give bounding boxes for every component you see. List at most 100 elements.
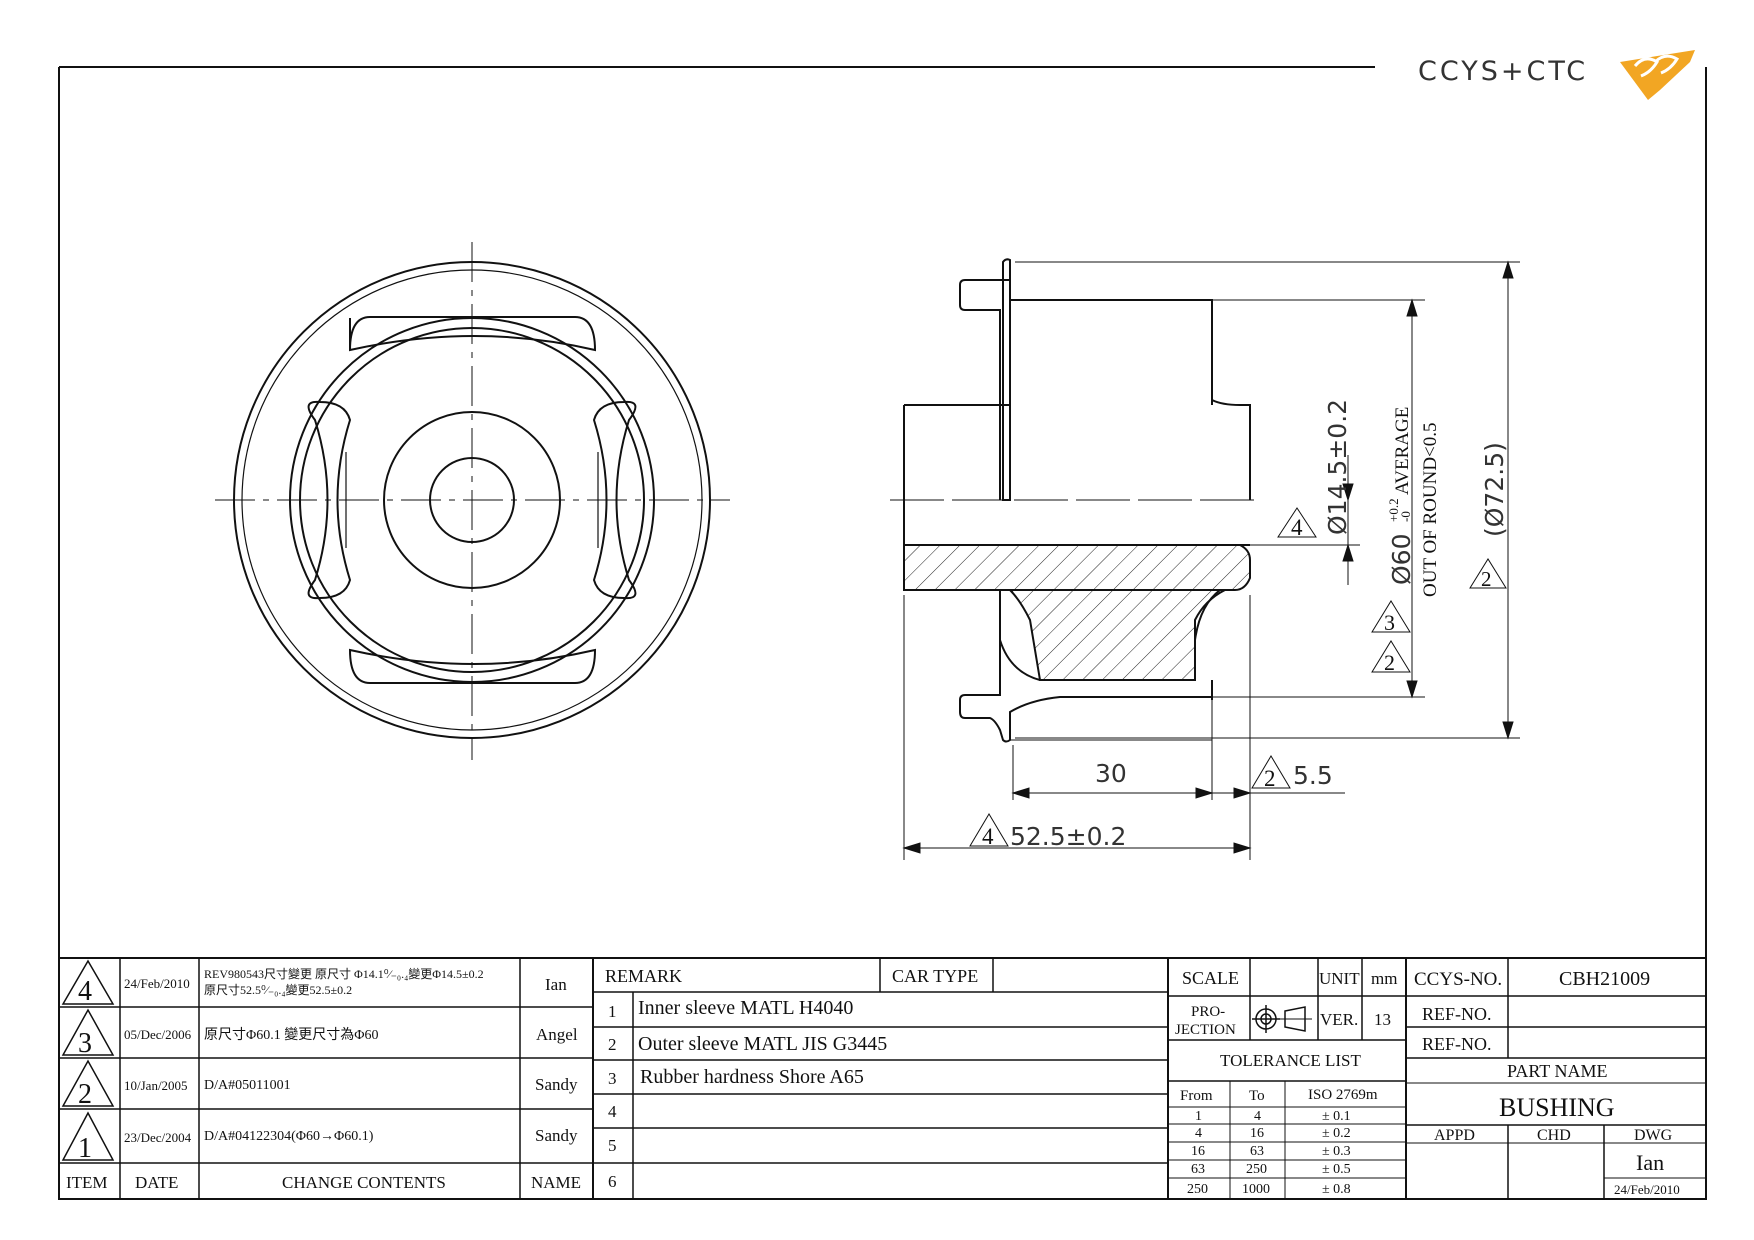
rev-mark-total xyxy=(969,813,1009,847)
revision-row: 4 24/Feb/2010 REV980543尺寸變更 原尺寸 Φ14.1⁰⁄₋… xyxy=(78,966,567,1007)
tol-from: 16 xyxy=(1191,1144,1205,1159)
logo-emblem-icon xyxy=(1620,50,1695,100)
tolerance-row: 63 250 ± 0.5 xyxy=(1191,1162,1351,1177)
remark-num: 2 xyxy=(608,1035,617,1054)
remark-num: 6 xyxy=(608,1172,617,1191)
ref-no-label-1: REF-NO. xyxy=(1422,1004,1492,1024)
revision-table: 4 24/Feb/2010 REV980543尺寸變更 原尺寸 Φ14.1⁰⁄₋… xyxy=(66,966,581,1192)
rev-name: Angel xyxy=(536,1025,578,1044)
rev-mark-od-3-num: 3 xyxy=(1384,610,1395,635)
dim-length-total: 52.5±0.2 xyxy=(1010,822,1126,851)
dwg-date: 24/Feb/2010 xyxy=(1614,1182,1680,1197)
rev-date: 10/Jan/2005 xyxy=(124,1078,188,1093)
dimension-lines xyxy=(902,260,1520,860)
rev-mark-bore xyxy=(1277,507,1317,538)
tol-from: 1 xyxy=(1195,1109,1202,1124)
rev-mark-od-2 xyxy=(1371,640,1411,673)
tol-header-to: To xyxy=(1249,1088,1265,1104)
rev-header-contents: CHANGE CONTENTS xyxy=(282,1173,446,1192)
right-void-slot xyxy=(592,400,637,600)
logo-text: CCYS+CTC xyxy=(1418,56,1588,87)
dim-od-tol-upper: +0.2 xyxy=(1386,498,1401,522)
chd-label: CHD xyxy=(1537,1127,1571,1144)
tolerance-row: 16 63 ± 0.3 xyxy=(1191,1144,1351,1159)
remark-num: 3 xyxy=(608,1069,617,1088)
rev-mark-total-num: 4 xyxy=(982,824,994,849)
dwg-label: DWG xyxy=(1634,1127,1673,1144)
tol-from: 250 xyxy=(1187,1182,1208,1197)
remarks-table: REMARK CAR TYPE 1 Inner sleeve MATL H404… xyxy=(605,966,978,1191)
remark-num: 5 xyxy=(608,1136,617,1155)
tolerance-row: 1 4 ± 0.1 xyxy=(1195,1109,1351,1124)
tol-value: ± 0.2 xyxy=(1322,1126,1351,1141)
dwg-name: Ian xyxy=(1636,1150,1664,1175)
tolerance-title: TOLERANCE LIST xyxy=(1220,1051,1361,1070)
scale-label: SCALE xyxy=(1182,968,1239,988)
title-block-grid xyxy=(58,957,1707,1200)
projection-label-2: JECTION xyxy=(1175,1022,1236,1038)
rev-mark-bore-num: 4 xyxy=(1291,515,1303,540)
remark-num: 4 xyxy=(608,1102,617,1121)
ver-value: 13 xyxy=(1374,1010,1391,1029)
ccys-no-value: CBH21009 xyxy=(1559,968,1650,990)
remark-row: 6 xyxy=(608,1172,617,1191)
rev-header-date: DATE xyxy=(135,1173,178,1192)
rev-date: 05/Dec/2006 xyxy=(124,1027,192,1042)
rubber-section xyxy=(1007,589,1226,681)
tol-to: 63 xyxy=(1250,1144,1264,1159)
tolerance-row: 250 1000 ± 0.8 xyxy=(1187,1182,1351,1197)
revision-row: 1 23/Dec/2004 D/A#04122304(Φ60→Φ60.1) Sa… xyxy=(78,1126,578,1164)
remark-text: Rubber hardness Shore A65 xyxy=(640,1066,864,1088)
tol-from: 63 xyxy=(1191,1162,1205,1177)
front-view xyxy=(215,242,730,760)
tol-header-iso: ISO 2769m xyxy=(1308,1087,1378,1103)
rev-name: Ian xyxy=(545,975,567,994)
ver-label: VER. xyxy=(1320,1010,1358,1029)
rev-mark-flange-num: 2 xyxy=(1481,567,1492,591)
inner-sleeve-section xyxy=(903,544,1251,591)
rev-mark-od-3 xyxy=(1371,600,1411,633)
tol-value: ± 0.8 xyxy=(1322,1182,1351,1197)
remark-row: 2 Outer sleeve MATL JIS G3445 xyxy=(608,1033,887,1055)
rev-item: 2 xyxy=(78,1079,92,1110)
tol-value: ± 0.3 xyxy=(1322,1144,1351,1159)
remark-text: Inner sleeve MATL H4040 xyxy=(638,997,853,1019)
projection-label-1: PRO- xyxy=(1191,1004,1225,1020)
car-type-label: CAR TYPE xyxy=(892,966,978,986)
unit-value: mm xyxy=(1371,969,1397,988)
bottom-window-slot xyxy=(348,648,597,684)
dim-bore: Ø14.5±0.2 xyxy=(1323,399,1352,535)
ref-no-label-2: REF-NO. xyxy=(1422,1034,1492,1054)
dim-length-30: 30 xyxy=(1095,759,1127,788)
top-window-slot xyxy=(348,316,597,352)
rev-contents-2: 原尺寸52.5⁰⁄₋₀.₄變更52.5±0.2 xyxy=(204,982,352,997)
tol-header-from: From xyxy=(1180,1088,1213,1104)
dimension-texts: Ø14.5±0.2 Ø60 +0.2 -0 AVERAGE OUT OF ROU… xyxy=(982,399,1509,851)
ccys-no-label: CCYS-NO. xyxy=(1414,969,1502,990)
rev-name: Sandy xyxy=(535,1126,578,1145)
rev-date: 24/Feb/2010 xyxy=(124,976,190,991)
remark-num: 1 xyxy=(608,1002,617,1021)
title-block: SCALE UNIT mm PRO- JECTION VER. 13 TOLER… xyxy=(1175,968,1680,1197)
rev-mark-od-2-num: 2 xyxy=(1384,650,1395,675)
rev-header-item: ITEM xyxy=(66,1173,108,1192)
rev-item: 1 xyxy=(78,1133,92,1164)
rev-item: 3 xyxy=(78,1028,92,1059)
revision-row: 2 10/Jan/2005 D/A#05011001 Sandy xyxy=(78,1075,578,1110)
remark-row: 5 xyxy=(608,1136,617,1155)
tol-value: ± 0.1 xyxy=(1322,1109,1351,1124)
tol-value: ± 0.5 xyxy=(1322,1162,1351,1177)
dim-od-average: AVERAGE xyxy=(1392,407,1413,495)
tol-to: 1000 xyxy=(1242,1182,1270,1197)
dim-length-5-5: 5.5 xyxy=(1293,761,1333,790)
rev-contents: D/A#04122304(Φ60→Φ60.1) xyxy=(204,1129,374,1144)
part-name-label: PART NAME xyxy=(1507,1061,1607,1081)
dim-od-tol-lower: -0 xyxy=(1398,511,1413,522)
dim-od-main: Ø60 xyxy=(1387,534,1416,586)
tolerance-row: 4 16 ± 0.2 xyxy=(1195,1126,1351,1141)
dim-out-of-round: OUT OF ROUND<0.5 xyxy=(1420,422,1441,597)
projection-symbol-icon xyxy=(1252,1005,1312,1033)
rev-mark-len55 xyxy=(1251,755,1291,789)
rev-item: 4 xyxy=(78,976,92,1007)
